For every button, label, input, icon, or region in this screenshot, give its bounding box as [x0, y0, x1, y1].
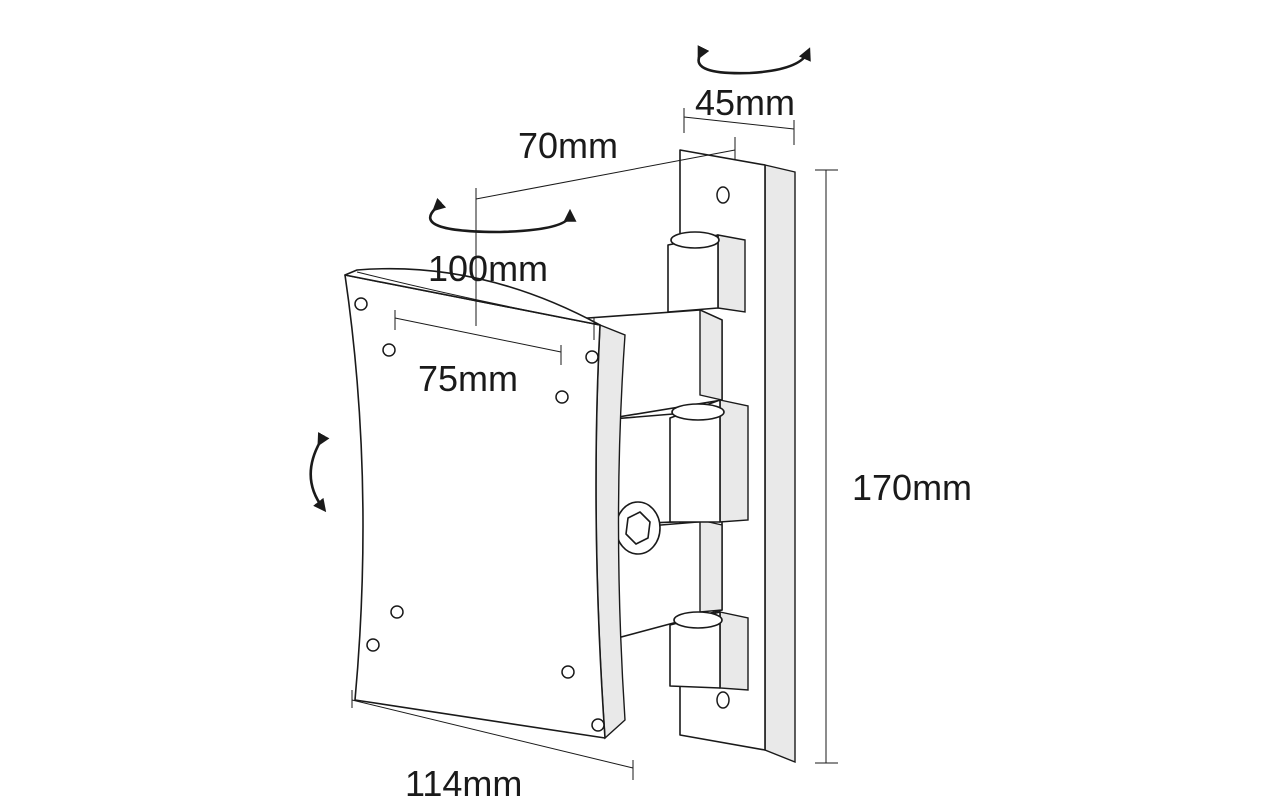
rotate-arrow-icon: [429, 197, 577, 234]
tilt-knob: [615, 501, 661, 555]
tilt-arrow-icon: [309, 432, 330, 513]
middle-hinge: [669, 399, 749, 523]
label-114mm: 114mm: [405, 763, 522, 804]
lower-hinge: [669, 611, 749, 691]
dimension-lines: [351, 108, 838, 780]
rotate-arrow-icon: [697, 45, 811, 75]
label-100mm: 100mm: [428, 248, 548, 289]
label-170mm: 170mm: [852, 467, 972, 508]
label-75mm: 75mm: [418, 358, 518, 399]
label-45mm: 45mm: [695, 82, 795, 123]
upper-hinge: [667, 231, 746, 313]
label-70mm: 70mm: [518, 125, 618, 166]
vesa-plate: [344, 267, 626, 740]
